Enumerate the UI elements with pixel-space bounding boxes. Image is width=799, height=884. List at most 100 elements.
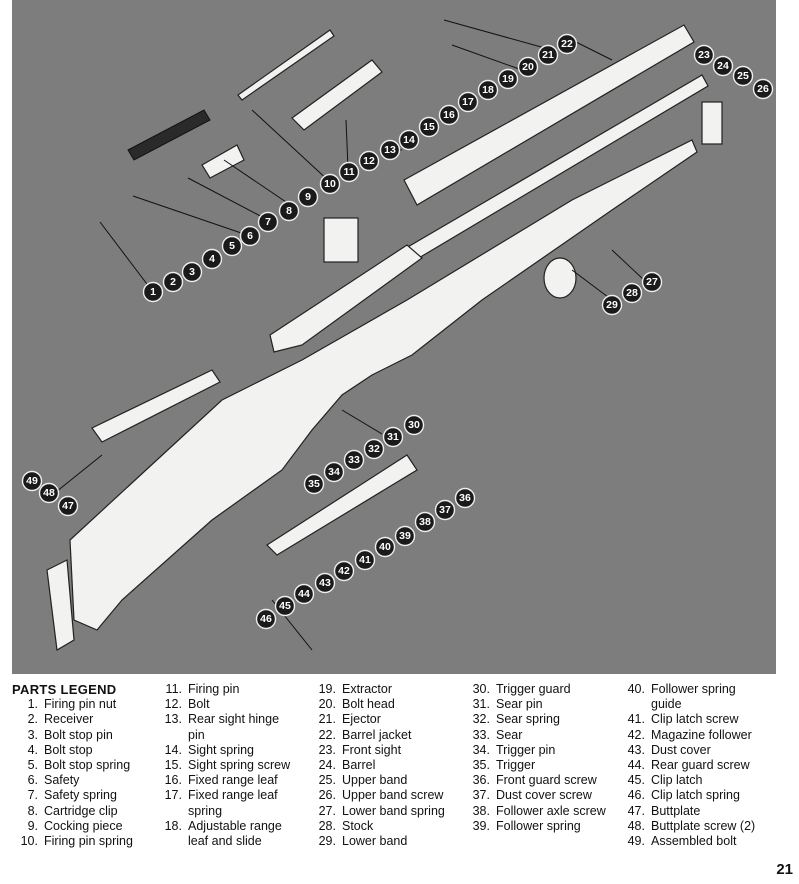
legend-item-number: 8. <box>27 803 38 818</box>
legend-item: 47.Buttplate <box>619 804 784 819</box>
legend-item-number: 44. <box>627 758 645 773</box>
legend-item-text: Trigger pin <box>496 742 556 757</box>
callout-34: 34 <box>323 461 345 483</box>
svg-text:9: 9 <box>305 191 311 203</box>
legend-item-number: 35. <box>472 758 490 773</box>
legend-item-number: 9. <box>27 818 38 833</box>
callout-20: 20 <box>517 56 539 78</box>
legend-item-number: 28. <box>318 818 336 833</box>
callout-21: 21 <box>537 44 559 66</box>
callout-42: 42 <box>333 560 355 582</box>
legend-item-number: 32. <box>472 712 490 727</box>
legend-item-text: Follower spring guide <box>651 682 736 712</box>
legend-item-number: 5. <box>27 758 38 773</box>
legend-item: 42.Magazine follower <box>619 728 784 743</box>
callout-17: 17 <box>457 91 479 113</box>
legend-item-text: Sight spring <box>188 742 255 757</box>
svg-text:14: 14 <box>403 134 415 146</box>
svg-text:12: 12 <box>363 155 375 167</box>
legend-item-number: 30. <box>472 682 490 696</box>
svg-text:8: 8 <box>286 205 292 217</box>
legend-item: 22.Barrel jacket <box>310 728 470 743</box>
legend-item: 28.Stock <box>310 819 470 834</box>
svg-text:46: 46 <box>260 613 272 625</box>
callout-49: 49 <box>21 470 43 492</box>
callout-38: 38 <box>414 511 436 533</box>
receiver <box>269 244 423 353</box>
legend-item-number: 29. <box>318 834 336 849</box>
legend-item-number: 11. <box>165 682 182 696</box>
legend-item-text: Safety spring <box>44 788 117 803</box>
legend-item-number: 22. <box>318 727 336 742</box>
callout-22: 22 <box>556 33 578 55</box>
legend-item-number: 40. <box>627 682 645 696</box>
legend-item: 25.Upper band <box>310 773 470 788</box>
legend-item-number: 7. <box>27 788 38 803</box>
svg-text:40: 40 <box>379 541 391 553</box>
svg-text:21: 21 <box>542 49 554 61</box>
callout-35: 35 <box>303 473 325 495</box>
legend-item-number: 17. <box>164 788 182 803</box>
callout-9: 9 <box>297 186 319 208</box>
callout-37: 37 <box>434 499 456 521</box>
legend-item: 2.Receiver <box>12 712 162 727</box>
legend-item: 5.Bolt stop spring <box>12 758 162 773</box>
svg-text:48: 48 <box>43 487 55 499</box>
legend-item-text: Rear sight hinge pin <box>188 712 280 742</box>
legend-item-text: Buttplate screw (2) <box>651 818 756 833</box>
legend-item-number: 46. <box>627 788 645 803</box>
legend-item: 20.Bolt head <box>310 697 470 712</box>
legend-item-text: Sight spring screw <box>188 758 291 773</box>
svg-text:49: 49 <box>26 475 38 487</box>
legend-item: 49.Assembled bolt <box>619 834 784 849</box>
svg-text:33: 33 <box>348 454 360 466</box>
legend-item: 1.Firing pin nut <box>12 697 162 712</box>
callout-30: 30 <box>403 414 425 436</box>
svg-text:45: 45 <box>279 600 291 612</box>
legend-item-text: Bolt <box>188 697 210 712</box>
callout-44: 44 <box>293 583 315 605</box>
callout-41: 41 <box>354 549 376 571</box>
legend-item-text: Clip latch spring <box>651 788 740 803</box>
svg-text:31: 31 <box>387 431 399 443</box>
svg-text:5: 5 <box>229 240 235 252</box>
legend-item-number: 33. <box>472 727 490 742</box>
svg-text:27: 27 <box>646 276 658 288</box>
legend-item: 27.Lower band spring <box>310 804 470 819</box>
legend-item-text: Dust cover screw <box>496 788 592 803</box>
legend-item: 45.Clip latch <box>619 773 784 788</box>
callout-28: 28 <box>621 282 643 304</box>
legend-item-number: 6. <box>27 773 38 788</box>
legend-item-text: Upper band <box>342 773 408 788</box>
svg-text:26: 26 <box>757 83 769 95</box>
legend-item-number: 21. <box>318 712 336 727</box>
legend-item-text: Follower spring <box>496 818 581 833</box>
svg-text:15: 15 <box>423 121 435 133</box>
legend-item-number: 36. <box>472 773 490 788</box>
legend-item-text: Extractor <box>342 682 393 696</box>
legend-item-number: 23. <box>318 742 336 757</box>
legend-item-text: Cartridge clip <box>44 803 118 818</box>
callout-45: 45 <box>274 595 296 617</box>
callout-27: 27 <box>641 271 663 293</box>
svg-text:3: 3 <box>189 266 195 278</box>
callout-36: 36 <box>454 487 476 509</box>
legend-item-number: 48. <box>627 818 645 833</box>
firing-pin-spring <box>127 109 211 161</box>
legend-item: 38.Follower axle screw <box>464 804 624 819</box>
legend-item-number: 16. <box>164 773 182 788</box>
callout-19: 19 <box>497 68 519 90</box>
trigger-guard <box>266 454 418 556</box>
legend-item: 9.Cocking piece <box>12 819 162 834</box>
callout-39: 39 <box>394 525 416 547</box>
legend-item-number: 10. <box>20 834 38 849</box>
legend-item-text: Upper band screw <box>342 788 444 803</box>
legend-item-text: Trigger <box>496 758 536 773</box>
svg-text:1: 1 <box>150 286 156 298</box>
legend-item: 17.Fixed range leaf spring <box>156 788 311 818</box>
callout-15: 15 <box>418 116 440 138</box>
legend-item-number: 31. <box>472 697 490 712</box>
svg-text:18: 18 <box>482 84 494 96</box>
legend-item: 43.Dust cover <box>619 743 784 758</box>
